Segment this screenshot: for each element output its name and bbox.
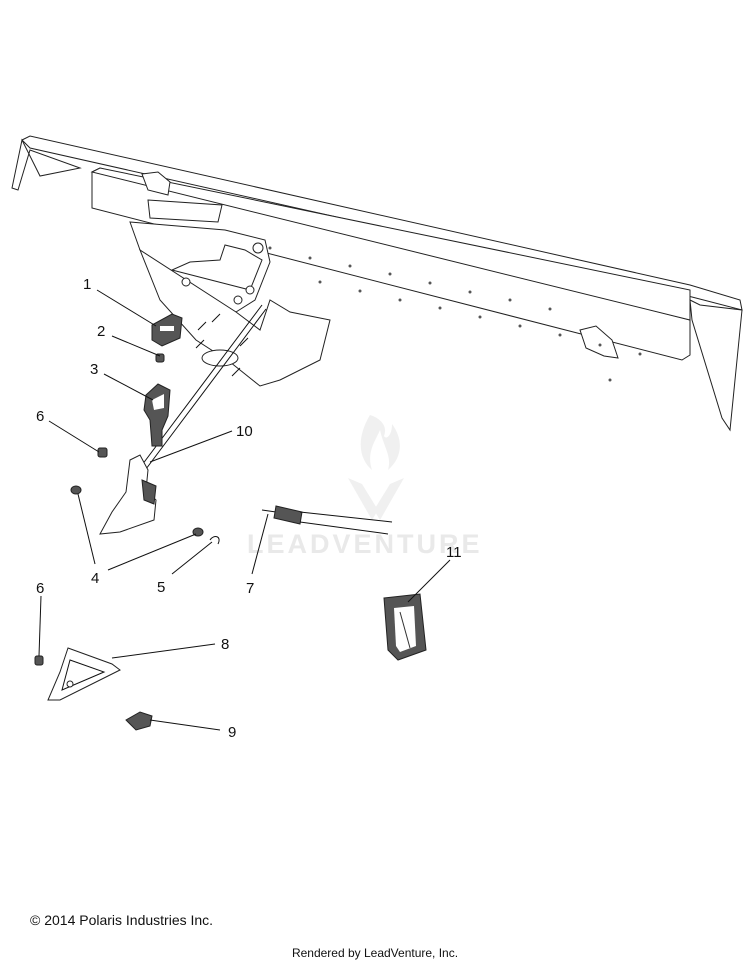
- callout-8: 8: [221, 636, 229, 653]
- shift-indicator-plate: [151, 313, 183, 347]
- callout-11: 11: [446, 544, 462, 561]
- rendered-by-text: Rendered by LeadVenture, Inc.: [291, 946, 459, 960]
- copyright-text: © 2014 Polaris Industries Inc.: [30, 912, 214, 928]
- shift-knob: [143, 383, 171, 447]
- callout-6-lower: 6: [36, 580, 44, 597]
- bolt-icon: [125, 711, 153, 731]
- main-frame-crossbar: [11, 135, 743, 432]
- washer-icon: [70, 485, 82, 495]
- pedal-pad: [383, 593, 427, 661]
- nut-icon: [97, 447, 108, 458]
- shifter-mount-bracket: [129, 221, 331, 387]
- callout-3: 3: [90, 361, 98, 378]
- frame-holes: [268, 246, 642, 382]
- mount-studs: [195, 313, 249, 377]
- watermark-logo-icon: [348, 415, 404, 520]
- callout-6-upper: 6: [36, 408, 44, 425]
- callout-9: 9: [228, 724, 236, 741]
- screw-icon: [155, 353, 165, 363]
- bracket-plate: [47, 647, 121, 701]
- callout-4: 4: [91, 570, 99, 587]
- leader-lines: [38, 289, 451, 731]
- shift-rod-edge: [145, 308, 267, 470]
- callout-7: 7: [246, 580, 254, 597]
- clip-icon: [209, 536, 220, 545]
- shift-cable: [261, 505, 393, 535]
- callout-10: 10: [236, 423, 253, 440]
- nut-icon-2: [34, 655, 44, 666]
- callout-1: 1: [83, 276, 91, 293]
- callout-2: 2: [97, 323, 105, 340]
- callout-5: 5: [157, 579, 165, 596]
- watermark-text: LEADVENTURE: [247, 529, 483, 559]
- callout-labels: 1 2 3 6 10 4 5 7 11 6 8 9: [36, 276, 462, 741]
- shift-lever-bracket: [99, 454, 157, 535]
